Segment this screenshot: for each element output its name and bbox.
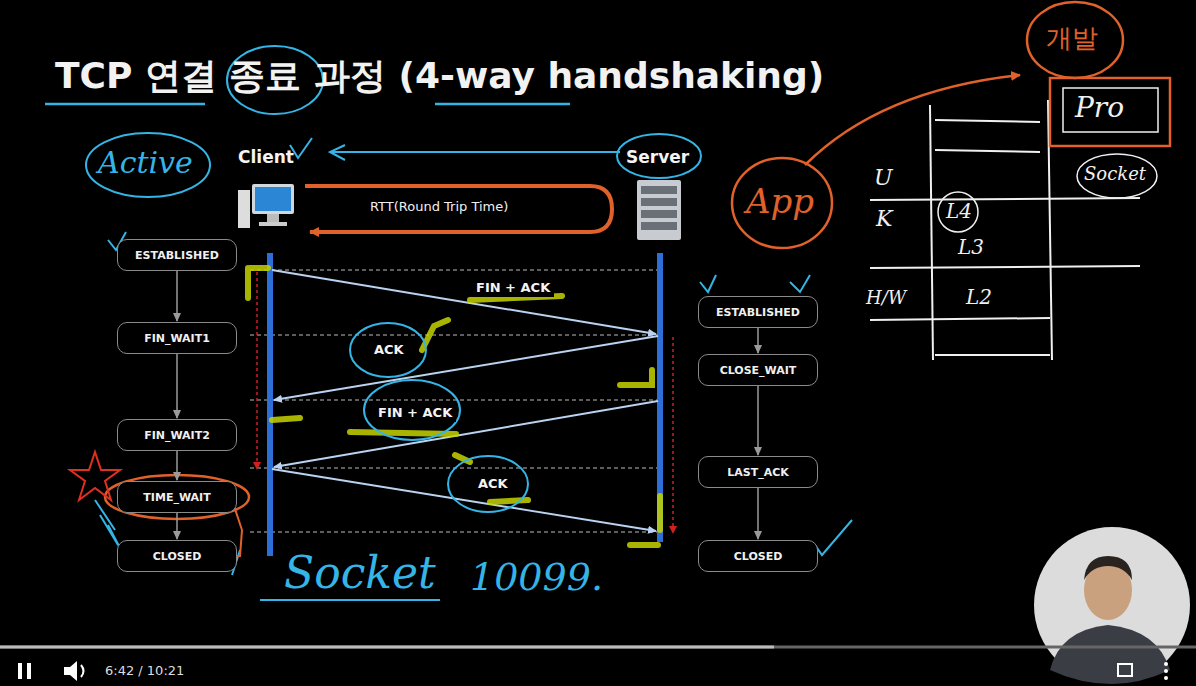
state-transition [176, 271, 178, 321]
layer-name: K [876, 206, 892, 231]
state-name: FIN_WAIT2 [144, 429, 210, 442]
state-name: ESTABLISHED [135, 249, 219, 262]
process-box [1063, 88, 1158, 132]
span-arrow [672, 337, 674, 530]
span-arrow [256, 272, 258, 466]
state-name: FIN_WAIT1 [144, 332, 210, 345]
actor-name: Client [238, 148, 294, 168]
star-mark [70, 452, 120, 500]
emphasis-ellipse [105, 475, 249, 519]
handwritten-note: Pro [1075, 92, 1124, 124]
slide-title: TCP 연결 종료 과정 (4-way handshaking) [55, 52, 824, 101]
state-name: CLOSED [153, 550, 202, 563]
message-label: FIN + ACK [374, 405, 456, 422]
highlight-marks [248, 268, 660, 545]
layer-cell: L3 [958, 236, 984, 259]
annotation-circle [1027, 2, 1123, 78]
annotation-circles [86, 133, 852, 600]
state-transition [757, 328, 759, 353]
layer-cell: L2 [966, 286, 992, 309]
state-box: ESTABLISHED [117, 239, 237, 271]
state-box: FIN_WAIT1 [117, 322, 237, 354]
state-box: CLOSE_WAIT [698, 354, 818, 386]
handwritten-note: 10099. [470, 556, 603, 600]
state-transition [757, 488, 759, 539]
message-label: ACK [474, 476, 512, 493]
state-transition [176, 513, 178, 539]
state-box: ESTABLISHED [698, 296, 818, 328]
state-name: CLOSED [734, 550, 783, 563]
layer-stack [870, 100, 1140, 360]
state-name: CLOSE_WAIT [720, 364, 797, 377]
state-box: FIN_WAIT2 [117, 419, 237, 451]
layer-cell: L4 [946, 200, 972, 223]
handwritten-note: Active [98, 146, 193, 181]
message-label: ACK [370, 342, 408, 359]
annotation-circle [1077, 154, 1157, 198]
rtt-label: RTT(Round Trip Time) [370, 200, 508, 215]
annotation-circle [938, 192, 978, 232]
state-name: LAST_ACK [727, 466, 789, 479]
client-computer-icon [238, 184, 294, 228]
annotation-arrowhead [330, 145, 345, 160]
app-circle [732, 158, 832, 248]
rtt-arrow [305, 186, 612, 232]
handwritten-note: App [746, 182, 814, 221]
webcam-presenter [1034, 527, 1190, 684]
state-transition [176, 451, 178, 480]
message-label: FIN + ACK [472, 280, 554, 297]
process-box [1050, 78, 1170, 146]
annotation-arrow [330, 151, 620, 153]
state-name: ESTABLISHED [716, 306, 800, 319]
handwritten-note: 개발 [1046, 24, 1098, 54]
actor-name: Server [626, 148, 689, 168]
state-name: TIME_WAIT [143, 491, 210, 504]
message-arrows [272, 270, 658, 531]
state-box: LAST_ACK [698, 456, 818, 488]
state-transition [176, 354, 178, 418]
video-player-bar [0, 647, 1196, 681]
video-time: 6:42 / 10:21 [105, 664, 184, 679]
layer-name: H/W [866, 288, 906, 309]
state-box: TIME_WAIT [117, 481, 237, 513]
server-icon [637, 180, 681, 240]
layer-name: U [874, 165, 893, 190]
time-gridlines [250, 270, 660, 532]
state-box: CLOSED [698, 540, 818, 572]
handwritten-note: Socket [284, 548, 436, 599]
state-transition [757, 386, 759, 455]
handwritten-note: Socket [1084, 164, 1146, 185]
state-box: CLOSED [117, 540, 237, 572]
client-timeline [267, 253, 273, 556]
